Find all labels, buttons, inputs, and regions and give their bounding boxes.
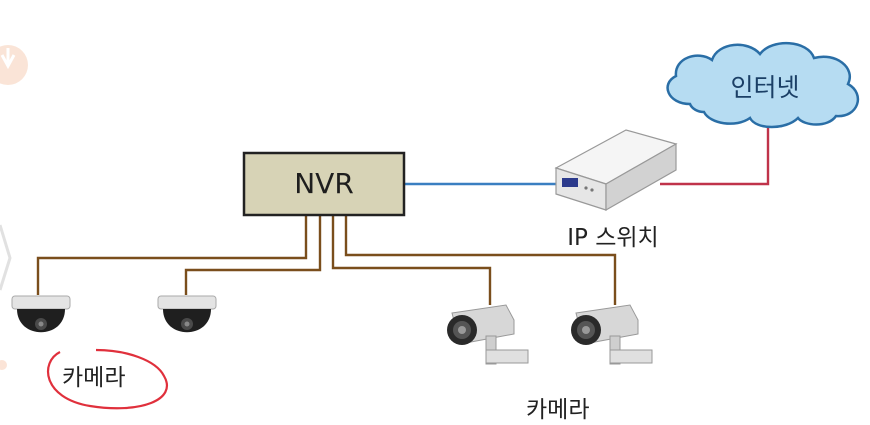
camera-label-left: 카메라 bbox=[62, 365, 126, 391]
ip-switch-device bbox=[554, 129, 678, 212]
annotation-circle bbox=[46, 348, 168, 410]
bullet-camera-2 bbox=[571, 304, 653, 365]
camera-label-right: 카메라 bbox=[526, 397, 590, 423]
cable-to-bullet-camera-1 bbox=[331, 215, 492, 305]
internet-cloud bbox=[666, 41, 860, 129]
bullet-camera-1 bbox=[447, 304, 529, 365]
dome-camera-1 bbox=[11, 295, 71, 333]
internet-label: 인터넷 bbox=[730, 73, 800, 102]
nvr-camera-cables bbox=[36, 215, 617, 305]
ip-switch-label: IP 스위치 bbox=[567, 225, 659, 251]
cable-to-dome-camera-1 bbox=[36, 215, 308, 295]
nvr-label: NVR bbox=[294, 167, 354, 200]
switch-to-internet-link bbox=[660, 118, 770, 186]
nvr-box bbox=[242, 151, 406, 217]
dome-camera-2 bbox=[157, 295, 217, 333]
cable-to-dome-camera-2 bbox=[184, 215, 322, 295]
left-edge-artifacts bbox=[0, 45, 28, 370]
cable-to-bullet-camera-2 bbox=[344, 215, 617, 305]
